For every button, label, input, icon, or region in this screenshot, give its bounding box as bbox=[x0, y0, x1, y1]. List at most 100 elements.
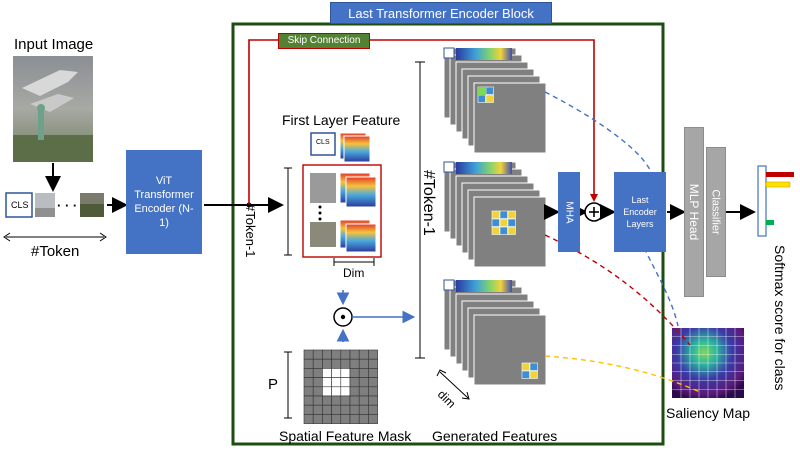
mask-cell bbox=[340, 404, 351, 415]
token-minus-1-large-text: #Token-1 bbox=[420, 170, 437, 236]
mask-cell bbox=[368, 404, 378, 415]
first-layer-feature-label: First Layer Feature bbox=[282, 112, 401, 128]
hadamard-dot bbox=[340, 314, 346, 320]
classifier-label: Classifier bbox=[710, 189, 723, 235]
mask-cell bbox=[358, 368, 369, 378]
saliency-map-image bbox=[672, 328, 744, 398]
mask-cell bbox=[312, 377, 323, 388]
mask-cell bbox=[358, 349, 369, 360]
mask-cell bbox=[349, 377, 360, 388]
mask-cell bbox=[340, 349, 351, 360]
mask-cell bbox=[303, 395, 314, 406]
cls-token-label: CLS bbox=[11, 200, 29, 210]
highlight-patch bbox=[529, 362, 538, 371]
highlight-patch bbox=[507, 218, 516, 227]
mask-cell bbox=[303, 358, 314, 369]
vit-encoder-label: ViT Transformer Encoder (N-1) bbox=[134, 175, 194, 229]
mask-cell bbox=[331, 414, 342, 424]
stack-heat-strip bbox=[456, 280, 512, 292]
mask-cell bbox=[303, 349, 314, 360]
mask-cell bbox=[368, 358, 378, 369]
skip-connection-label: Skip Connection bbox=[287, 35, 361, 46]
mask-cell bbox=[349, 395, 360, 406]
mask-cell bbox=[368, 368, 378, 378]
mask-cell bbox=[358, 358, 369, 369]
highlight-patch bbox=[478, 87, 486, 95]
last-encoder-layers-label: Last Encoder Layers bbox=[623, 195, 657, 229]
mask-cell bbox=[331, 377, 342, 388]
mask-cell bbox=[331, 395, 342, 406]
softmax-bar-box bbox=[757, 165, 767, 237]
mask-cell bbox=[349, 368, 360, 378]
first-layer-heatmap-stack bbox=[339, 132, 371, 163]
highlight-patch bbox=[499, 226, 508, 235]
highlight-patch bbox=[477, 94, 486, 103]
dim-label: Dim bbox=[343, 266, 365, 280]
token-dots: · · · bbox=[57, 198, 78, 213]
skip-connection-box: Skip Connection bbox=[278, 33, 370, 49]
last-encoder-layers-box: Last Encoder Layers bbox=[614, 172, 666, 252]
mask-cell bbox=[340, 377, 351, 388]
input-image-label: Input Image bbox=[14, 36, 94, 53]
mask-cell bbox=[349, 358, 360, 369]
highlight-patch bbox=[499, 218, 508, 227]
mask-cell bbox=[340, 414, 351, 424]
first-layer-cls-label: CLS bbox=[316, 139, 330, 146]
highlight-patch bbox=[507, 226, 516, 235]
mask-cell bbox=[322, 368, 332, 378]
mha-label: MHA bbox=[563, 200, 575, 224]
mask-cell bbox=[331, 386, 342, 397]
mask-cell bbox=[349, 404, 360, 415]
mask-cell bbox=[331, 358, 342, 369]
mask-cell bbox=[331, 349, 342, 360]
cls-token-box bbox=[5, 192, 33, 218]
mask-cell bbox=[312, 386, 323, 397]
mask-cell bbox=[303, 386, 314, 397]
mlp-head-label: MLP Head bbox=[687, 183, 702, 241]
stack-heat-strip bbox=[456, 48, 512, 60]
mask-cell bbox=[349, 414, 360, 424]
generated-feature-stacks bbox=[443, 47, 547, 386]
token-count-label: #Token bbox=[31, 243, 80, 260]
mlp-head-box: MLP Head bbox=[684, 127, 704, 297]
mask-cell bbox=[331, 404, 342, 415]
highlight-patch bbox=[521, 370, 530, 379]
mask-cell bbox=[322, 358, 332, 369]
highlight-patch bbox=[491, 210, 500, 219]
mask-cell bbox=[358, 404, 369, 415]
highlight-patch bbox=[485, 94, 494, 103]
mask-cell bbox=[322, 349, 332, 360]
mask-cell bbox=[312, 414, 323, 424]
mask-cell bbox=[322, 377, 332, 388]
mask-cell bbox=[331, 368, 342, 378]
mask-cell bbox=[312, 358, 323, 369]
mask-cell bbox=[358, 386, 369, 397]
stack-cls-mini bbox=[443, 279, 455, 291]
mask-cell bbox=[368, 395, 378, 406]
mask-cell bbox=[349, 349, 360, 360]
mask-cell bbox=[358, 414, 369, 424]
saliency-map-label: Saliency Map bbox=[666, 405, 751, 421]
mask-cell bbox=[303, 368, 314, 378]
softmax-bar-red bbox=[766, 172, 794, 177]
softmax-bar-yellow bbox=[765, 181, 791, 188]
mask-cell bbox=[340, 358, 351, 369]
stack-heat-strip bbox=[456, 162, 512, 174]
mask-cell bbox=[303, 377, 314, 388]
mask-cell bbox=[312, 349, 323, 360]
spatial-feature-mask-label: Spatial Feature Mask bbox=[279, 428, 412, 444]
mask-cell bbox=[312, 395, 323, 406]
mask-cell bbox=[368, 349, 378, 360]
mask-cell bbox=[358, 395, 369, 406]
mask-cell bbox=[349, 386, 360, 397]
mask-cell bbox=[303, 414, 314, 424]
mask-cell bbox=[358, 377, 369, 388]
stack-cls-mini bbox=[443, 47, 455, 59]
highlight-patch bbox=[491, 226, 500, 235]
mask-cell bbox=[340, 386, 351, 397]
highlight-patch bbox=[507, 210, 516, 219]
mask-cell bbox=[368, 414, 378, 424]
mask-cell bbox=[322, 404, 332, 415]
mask-cell bbox=[312, 368, 323, 378]
